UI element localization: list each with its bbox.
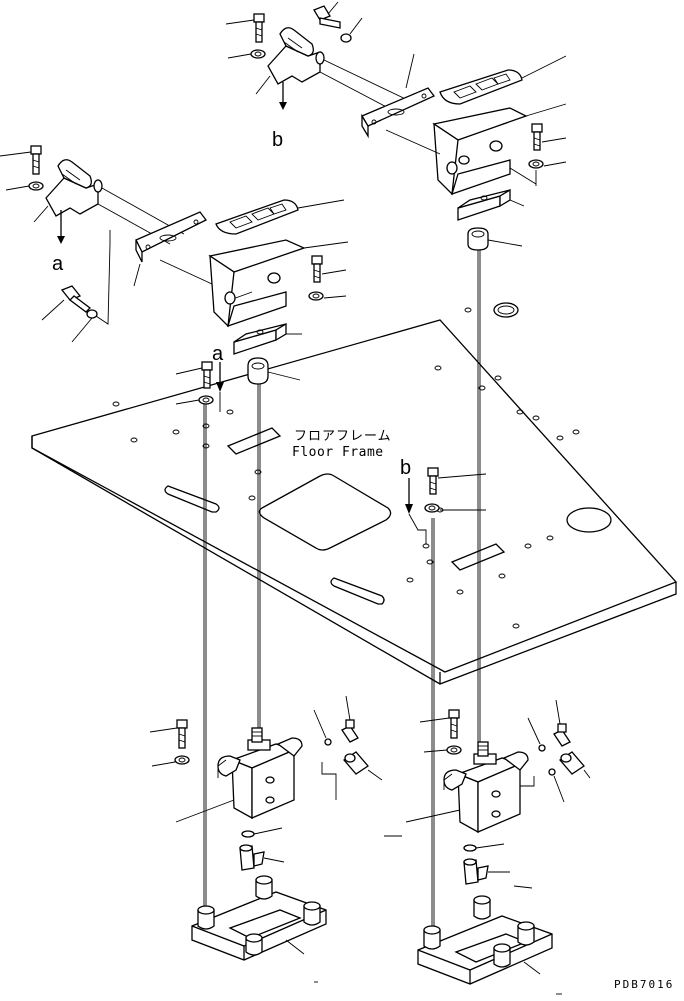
pedal-valve-right <box>384 741 529 837</box>
floor-frame-plate <box>31 302 678 685</box>
base-plate-right <box>417 895 562 995</box>
bolt-lower-left <box>149 719 190 767</box>
lower-right-valve-assembly <box>384 699 591 995</box>
floor-frame-label: フロアフレーム Floor Frame <box>292 429 392 460</box>
base-plate-left <box>191 875 327 983</box>
floor-frame-label-jp: フロアフレーム <box>294 429 392 444</box>
pedal-body-left <box>159 239 349 328</box>
pedal-valve-left <box>175 727 303 823</box>
bolt-plate-a <box>175 361 224 412</box>
link-plate-left <box>133 211 207 287</box>
label-b-plate: b <box>400 457 411 479</box>
connector-right-2 <box>519 751 591 803</box>
bolt-plate-b <box>405 467 487 544</box>
linkage-rod-lines <box>203 250 481 930</box>
right-pedal-assembly: b <box>225 1 567 544</box>
label-a-plate: a <box>212 343 224 365</box>
fitting-lower-left <box>239 827 285 871</box>
bolt-right-pedal <box>528 123 567 186</box>
arrow-b-top <box>279 82 287 110</box>
bolt-right-top-angled <box>313 1 363 43</box>
connector-left-1 <box>313 695 359 746</box>
pedal-body-right <box>385 103 567 196</box>
floor-frame-label-en: Floor Frame <box>292 445 384 460</box>
bolt-left-top <box>0 145 42 175</box>
washer-left-top <box>5 181 44 191</box>
lower-left-valve-assembly <box>149 695 383 983</box>
link-plate-right <box>361 53 436 139</box>
pedal-pad-left <box>215 199 345 235</box>
spacer-block-right <box>457 188 525 221</box>
fitting-lower-right <box>463 843 533 889</box>
bolt-right-top <box>225 13 266 59</box>
connector-right-1 <box>527 699 571 752</box>
spacer-block-left <box>233 322 302 355</box>
bolt-left-side <box>41 230 111 343</box>
pedal-pad-right <box>439 55 567 105</box>
connector-left-2 <box>321 751 383 800</box>
nut-left <box>247 357 301 385</box>
arrow-a-left <box>57 210 65 244</box>
nut-right <box>467 227 523 251</box>
label-b-top: b <box>272 129 283 151</box>
label-a-left: a <box>52 253 64 275</box>
bolt-lower-right <box>419 709 462 755</box>
left-pedal-assembly: a <box>0 145 349 412</box>
drawing-code: PDB7016 <box>614 978 674 991</box>
bolt-left-pedal <box>308 255 347 301</box>
hinge-bracket-right <box>255 27 325 95</box>
hinge-bracket-left <box>33 159 103 223</box>
